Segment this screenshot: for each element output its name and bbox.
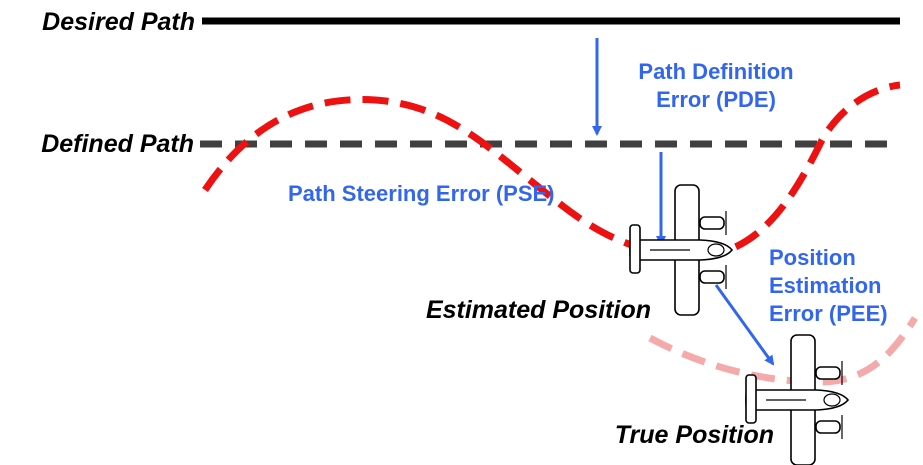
pde-label-line2: Error (PDE) <box>656 87 776 112</box>
true-path-curve <box>648 316 918 386</box>
desired-path-label: Desired Path <box>42 8 195 36</box>
estimated-position-label: Estimated Position <box>426 296 651 324</box>
pse-label: Path Steering Error (PSE) <box>288 181 555 206</box>
pee-label-line2: Estimation <box>769 273 881 298</box>
pee-arrow <box>714 284 775 366</box>
actual-path-curve <box>202 81 901 259</box>
pde-label-line1: Path Definition <box>638 59 793 84</box>
defined-path-label: Defined Path <box>41 130 194 158</box>
pee-label-line1: Position <box>769 245 856 270</box>
true-position-label: True Position <box>615 421 774 449</box>
pee-label-line3: Error (PEE) <box>769 301 888 326</box>
